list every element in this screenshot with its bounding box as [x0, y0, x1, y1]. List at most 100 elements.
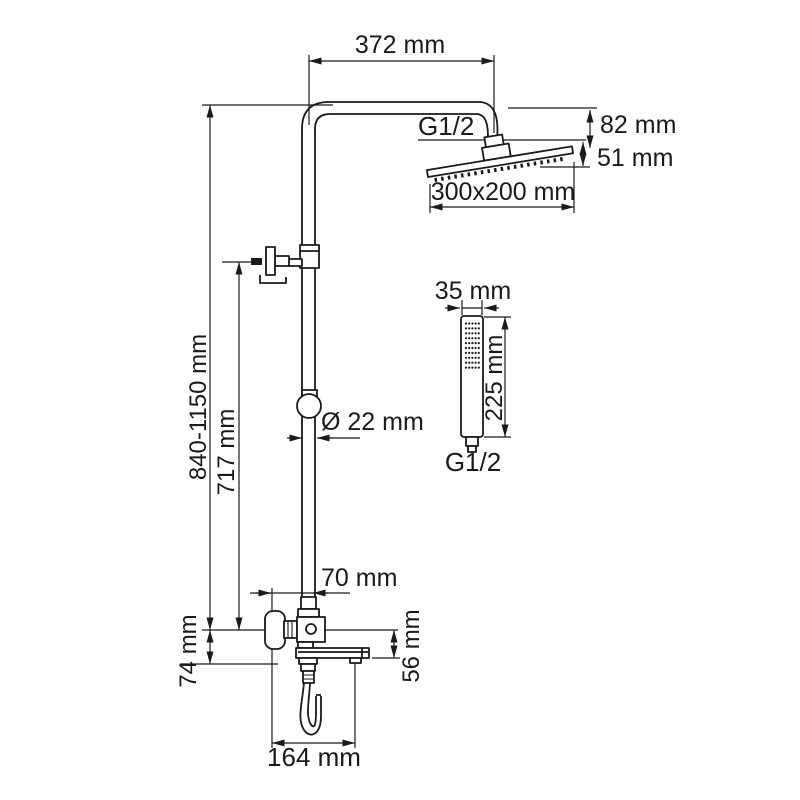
- bracket-screw: [251, 258, 262, 265]
- pipe-diameter-label: Ø 22 mm: [321, 408, 424, 436]
- spray-dot: [471, 351, 474, 354]
- dimension-lines: [180, 55, 597, 748]
- spray-dot: [464, 337, 468, 340]
- spray-dot: [468, 351, 471, 354]
- shower-hose: [298, 657, 322, 736]
- spray-dot: [474, 366, 477, 369]
- spray-dot: [468, 332, 471, 335]
- shower-fixture: [251, 101, 574, 736]
- spray-dot: [477, 356, 480, 359]
- hand-width-label: 35 mm: [435, 277, 511, 305]
- bracket-to-mixer-label: 717 mm: [213, 409, 240, 496]
- spray-dot: [477, 337, 480, 340]
- dim-bracket-to-mixer: [222, 261, 252, 630]
- spray-dot: [471, 332, 474, 335]
- arm-reach-label: 372 mm: [355, 31, 445, 59]
- dim-hand-width: [445, 300, 499, 315]
- spray-dot: [468, 346, 471, 350]
- hose-collar: [302, 670, 315, 684]
- mixer-flange: [297, 608, 320, 618]
- spray-dot: [477, 327, 480, 330]
- spray-dot: [471, 346, 474, 350]
- spray-dot: [464, 361, 468, 364]
- spray-dot: [477, 366, 480, 369]
- bracket-plate: [265, 246, 276, 276]
- spray-dot: [471, 322, 474, 325]
- hand-length-label: 225 mm: [481, 335, 508, 422]
- spray-dot: [468, 342, 471, 345]
- spray-dot: [474, 342, 477, 345]
- spray-dot: [464, 322, 468, 325]
- spray-dot: [477, 351, 480, 354]
- dim-head-size: [429, 162, 575, 213]
- dim-head-drop: [508, 107, 597, 148]
- spray-dot: [477, 322, 480, 325]
- diverter-knob: [296, 389, 322, 419]
- spray-dot: [474, 346, 477, 350]
- hand-thread-label: G1/2: [445, 447, 501, 477]
- spray-dot: [464, 342, 468, 345]
- spray-dot: [464, 351, 468, 354]
- head-plate: [425, 145, 574, 178]
- dim-arm-reach: [308, 55, 495, 133]
- mixer-drop-label: 74 mm: [175, 614, 202, 687]
- dim-mixer-drop: [180, 630, 278, 665]
- bracket-hook: [259, 275, 287, 284]
- shower-column-pipe: [301, 101, 499, 608]
- dim-hand-length: [484, 316, 511, 438]
- spray-dot: [474, 322, 477, 325]
- spray-dot: [477, 332, 480, 335]
- spray-dot: [464, 356, 468, 359]
- spray-dot: [468, 361, 471, 364]
- mixer-handle: [264, 610, 286, 650]
- spray-dot: [474, 356, 477, 359]
- head-edge-drop-label: 51 mm: [597, 144, 673, 172]
- spray-dot: [468, 322, 471, 325]
- spray-dot: [464, 346, 468, 350]
- dim-spout-drop: [372, 630, 400, 659]
- overhead-shower-head: [425, 133, 574, 182]
- spray-dot: [474, 332, 477, 335]
- hand-shower: [460, 315, 484, 453]
- spray-dot: [474, 361, 477, 364]
- bracket-pin-small: [288, 258, 303, 267]
- head-drop-label: 82 mm: [600, 111, 676, 139]
- spray-dot: [477, 346, 480, 350]
- handle-stem: [283, 620, 298, 639]
- spout-drop-label: 56 mm: [398, 609, 425, 682]
- hand-shower-connector: [465, 436, 479, 447]
- spray-dot: [468, 356, 471, 359]
- wall-bracket: [251, 244, 320, 284]
- spray-dot: [477, 361, 480, 364]
- hand-shower-spray-face: [464, 322, 480, 369]
- spout-aerator: [349, 657, 362, 664]
- dim-column-height: [202, 104, 333, 630]
- mixer-neck: [300, 596, 317, 610]
- head-size-label: 300x200 mm: [431, 178, 576, 206]
- spray-dot: [464, 366, 468, 369]
- spray-dot: [474, 337, 477, 340]
- spout-reach-label: 164 mm: [267, 742, 361, 772]
- head-nozzles: [434, 156, 568, 182]
- spray-dot: [471, 366, 474, 369]
- spray-dot: [471, 361, 474, 364]
- spray-dot: [477, 342, 480, 345]
- hand-shower-nipple: [467, 445, 477, 453]
- spray-dot: [471, 342, 474, 345]
- head-thread-label: G1/2: [418, 111, 474, 141]
- spray-dot: [474, 351, 477, 354]
- spray-dot: [464, 332, 468, 335]
- spray-dot: [471, 356, 474, 359]
- bracket-pin: [274, 255, 290, 267]
- spray-dot: [464, 327, 468, 330]
- spray-dot: [468, 337, 471, 340]
- mixer-offset-label: 70 mm: [321, 564, 397, 592]
- mixer-valve: [264, 596, 326, 650]
- hose-nut: [300, 663, 316, 672]
- tub-spout: [295, 647, 370, 664]
- spray-dot: [471, 327, 474, 330]
- column-height-label: 840-1150 mm: [185, 334, 212, 480]
- mixer-body-port: [305, 623, 317, 635]
